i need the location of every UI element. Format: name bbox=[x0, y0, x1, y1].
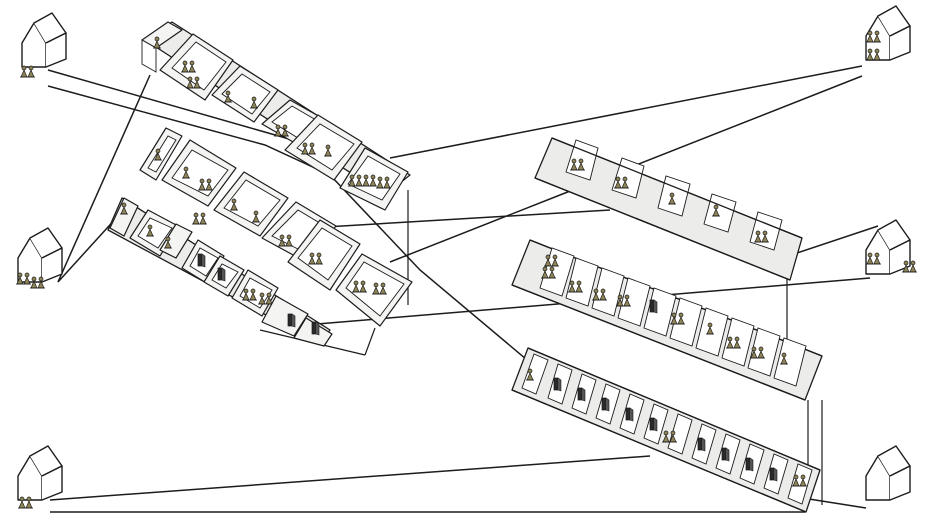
pen bbox=[293, 317, 333, 347]
pen bbox=[161, 139, 237, 207]
pen bbox=[611, 157, 645, 199]
pen-row-right-1 bbox=[534, 137, 803, 281]
pen bbox=[231, 269, 279, 317]
route-topright-to-rightrows bbox=[389, 75, 863, 263]
pen bbox=[695, 307, 729, 357]
pen bbox=[643, 403, 669, 445]
pen bbox=[139, 127, 183, 181]
pen bbox=[539, 247, 575, 297]
pen bbox=[591, 267, 625, 317]
house-bottom-left bbox=[17, 445, 63, 508]
pen bbox=[571, 373, 597, 415]
pen bbox=[339, 147, 409, 211]
pen bbox=[203, 255, 245, 297]
pen bbox=[703, 193, 737, 233]
pen bbox=[669, 297, 703, 347]
pen bbox=[141, 21, 183, 73]
pen-row-left-3 bbox=[107, 197, 333, 347]
pen bbox=[787, 463, 813, 505]
pen bbox=[565, 257, 599, 307]
pen bbox=[565, 139, 599, 181]
pen-row-left-2 bbox=[139, 127, 413, 327]
route-topright-to-leftrow1 bbox=[389, 65, 863, 159]
pen bbox=[521, 353, 549, 395]
pen bbox=[715, 433, 741, 475]
pen bbox=[335, 253, 413, 327]
pen bbox=[643, 287, 677, 337]
house-top-right bbox=[865, 5, 911, 61]
route-bottomleft-to-rightrow3 bbox=[49, 455, 651, 501]
pen-row-left-1 bbox=[141, 21, 411, 211]
pen bbox=[547, 363, 573, 405]
pen bbox=[213, 171, 289, 237]
pen-row-right-2 bbox=[511, 239, 823, 401]
pen bbox=[619, 393, 645, 435]
house-bottom-right bbox=[865, 445, 911, 501]
pen bbox=[657, 175, 691, 217]
pen bbox=[691, 423, 717, 465]
pen bbox=[211, 65, 279, 123]
pen bbox=[287, 219, 361, 291]
pen bbox=[159, 33, 234, 101]
house-mid-left bbox=[16, 227, 63, 288]
pen bbox=[595, 383, 621, 425]
pen bbox=[749, 211, 783, 251]
pen bbox=[739, 443, 765, 485]
guide-left-bottom-2 bbox=[364, 327, 376, 356]
pen bbox=[159, 223, 193, 259]
pen-row-right-3 bbox=[511, 347, 821, 513]
pen bbox=[109, 197, 139, 237]
pen bbox=[284, 114, 363, 181]
pen bbox=[763, 453, 789, 495]
pen bbox=[721, 317, 755, 367]
pen bbox=[662, 413, 693, 455]
pen bbox=[616, 277, 651, 327]
pen bbox=[747, 327, 781, 377]
route-midleft-up bbox=[57, 74, 151, 283]
pen bbox=[261, 295, 309, 337]
house-top-left bbox=[20, 12, 67, 77]
pen bbox=[773, 337, 807, 387]
